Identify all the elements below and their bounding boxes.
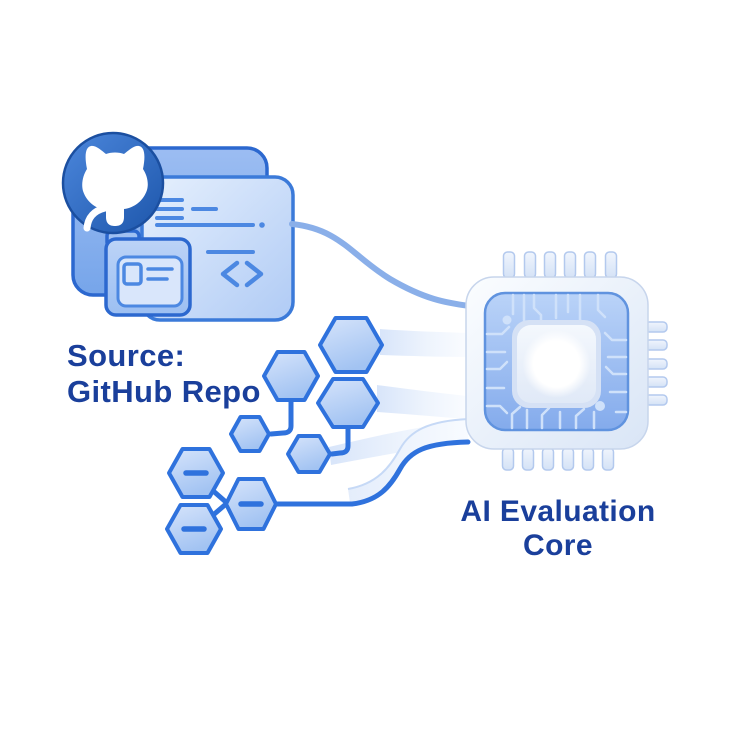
file-thumbnail-icon: [122, 262, 143, 286]
chip-core-glow: [522, 330, 591, 398]
core-label-line1: AI Evaluation: [460, 495, 656, 528]
file-text-lines: [146, 267, 174, 281]
folder-icon: [104, 229, 192, 317]
hexagon-node-icon: [262, 350, 320, 402]
octocat-arm: [83, 204, 109, 232]
hexagon-to-core-line: [273, 439, 471, 507]
hexagon-node-icon: [229, 415, 271, 453]
code-brackets-icon: [220, 260, 264, 288]
core-label: AI Evaluation Core: [428, 495, 688, 563]
source-label: Source: GitHub Repo: [67, 338, 261, 410]
source-label-line2: GitHub Repo: [67, 374, 261, 409]
hexagon-dash-marks: [181, 470, 264, 532]
code-line-dot: [259, 222, 265, 228]
repo-to-core-connector-line: [289, 221, 473, 309]
hexagon-node-icon: [286, 434, 332, 474]
hexagon-node-icon: [316, 377, 380, 429]
ribbon-top: [380, 329, 467, 357]
ai-chip-icon: [465, 251, 668, 471]
github-octocat-icon: [61, 131, 165, 235]
hexagon-node-icon: [318, 316, 384, 374]
ribbon-middle: [377, 385, 467, 419]
github-repo-illustration: [61, 131, 295, 322]
source-label-line1: Source:: [67, 338, 186, 373]
ribbon-curved-top-edge: [347, 418, 469, 490]
hexagon-flow-cluster: [165, 316, 384, 555]
data-flow-ribbons: [273, 329, 471, 507]
ribbon-curved: [348, 419, 468, 503]
core-label-line2: Core: [523, 529, 593, 562]
